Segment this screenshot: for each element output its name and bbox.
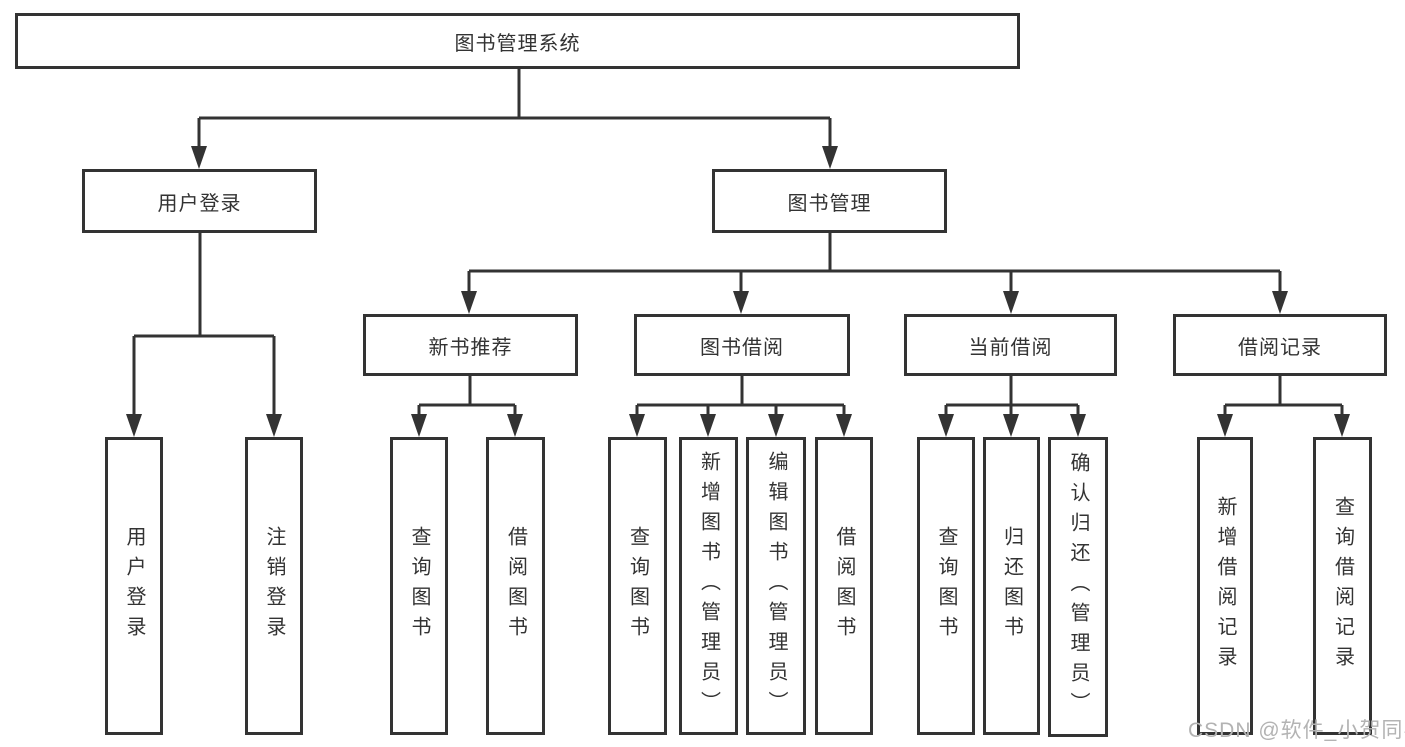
node-new-book-recommend: 新书推荐 <box>363 314 578 376</box>
node-leaf-query-borrow-record: 查询借阅记录 <box>1313 437 1372 735</box>
node-label: 查询图书 <box>935 526 957 646</box>
csdn-watermark: CSDN @软件_小贺同学 <box>1188 719 1405 742</box>
node-label: 确认归还（管理员） <box>1067 452 1089 722</box>
node-label: 新增借阅记录 <box>1214 496 1236 676</box>
node-leaf-query-books-1: 查询图书 <box>390 437 448 735</box>
node-label: 注销登录 <box>263 526 285 646</box>
node-label: 编辑图书（管理员） <box>765 451 787 721</box>
node-label: 用户登录 <box>157 192 242 215</box>
node-label: 用户登录 <box>123 526 145 646</box>
node-leaf-add-borrow-record: 新增借阅记录 <box>1197 437 1253 735</box>
node-book-management-module: 图书管理 <box>712 169 947 233</box>
node-label: 图书管理 <box>787 192 872 215</box>
node-leaf-confirm-return-admin: 确认归还（管理员） <box>1048 437 1108 737</box>
node-label: 借阅记录 <box>1238 336 1322 359</box>
node-label: 借阅图书 <box>833 526 855 646</box>
node-label: 当前借阅 <box>968 336 1053 359</box>
node-label: 图书管理系统 <box>454 32 581 55</box>
node-leaf-query-books-2: 查询图书 <box>608 437 667 735</box>
node-leaf-logout: 注销登录 <box>245 437 303 735</box>
node-book-borrowing: 图书借阅 <box>634 314 850 376</box>
node-label: 图书借阅 <box>700 336 784 359</box>
node-label: 新书推荐 <box>428 336 513 359</box>
node-leaf-edit-books-admin: 编辑图书（管理员） <box>746 437 806 735</box>
node-label: 新增图书（管理员） <box>697 451 720 721</box>
node-current-borrowing: 当前借阅 <box>904 314 1117 376</box>
node-leaf-return-books: 归还图书 <box>983 437 1040 735</box>
node-leaf-user-login: 用户登录 <box>105 437 163 735</box>
node-label: 借阅图书 <box>504 526 527 646</box>
node-root-system: 图书管理系统 <box>15 13 1020 69</box>
node-label: 归还图书 <box>1000 526 1023 646</box>
node-label: 查询图书 <box>408 526 430 646</box>
node-leaf-add-books-admin: 新增图书（管理员） <box>679 437 738 735</box>
node-user-login-module: 用户登录 <box>82 169 317 233</box>
node-label: 查询图书 <box>626 526 649 646</box>
node-label: 查询借阅记录 <box>1331 496 1354 676</box>
node-borrow-records: 借阅记录 <box>1173 314 1387 376</box>
node-leaf-borrow-books-2: 借阅图书 <box>815 437 873 735</box>
node-leaf-query-books-3: 查询图书 <box>917 437 975 735</box>
node-leaf-borrow-books-1: 借阅图书 <box>486 437 545 735</box>
